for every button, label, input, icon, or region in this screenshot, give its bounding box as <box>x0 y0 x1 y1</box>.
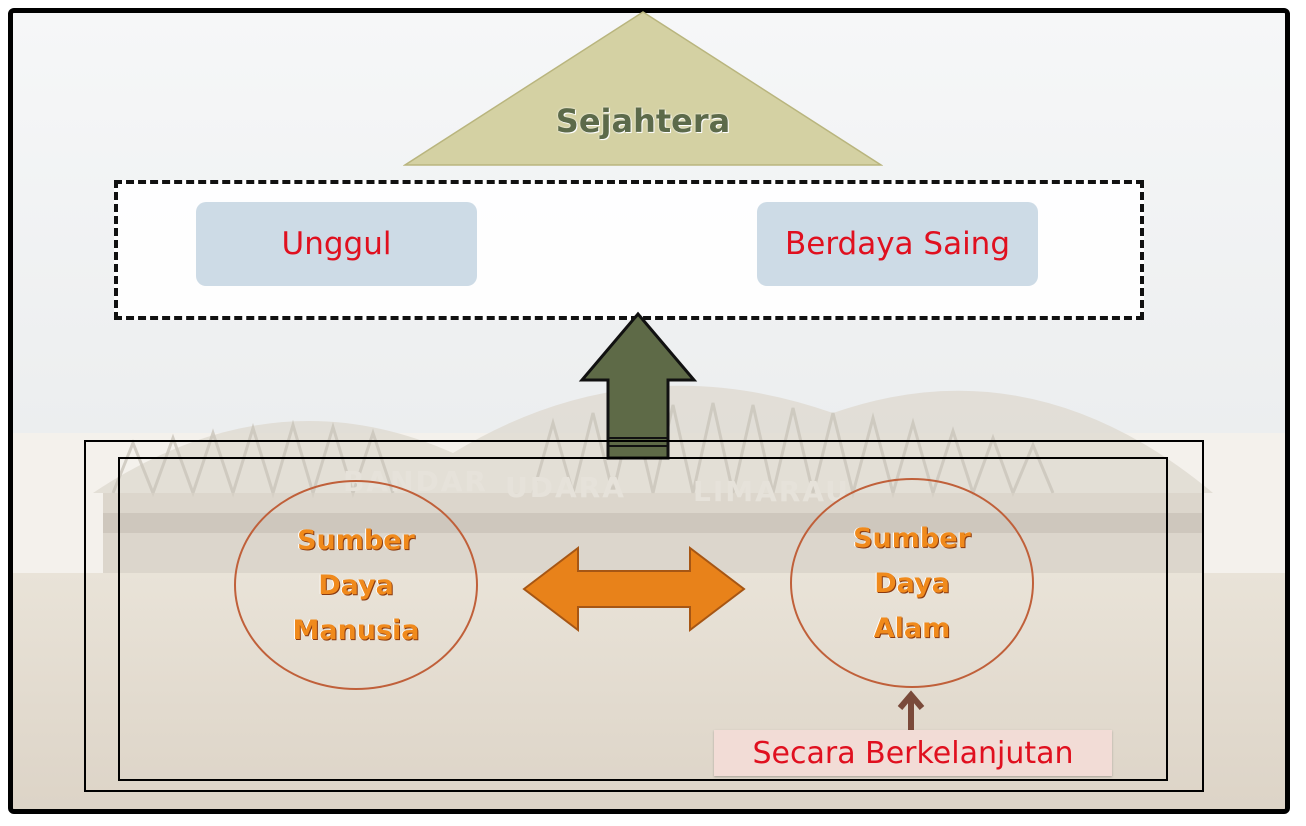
sejahtera-label: Sejahtera <box>555 102 731 140</box>
up-arrow <box>578 311 698 460</box>
human-resources-line-3: Manusia <box>292 614 420 646</box>
terminal-sign-right: LIMARAU <box>693 475 850 508</box>
natural-resources-circle: Sumber Daya Alam <box>790 478 1034 688</box>
resources-outer-box <box>84 440 1204 792</box>
berdaya-saing-box: Berdaya Saing <box>757 202 1038 286</box>
human-resources-circle: Sumber Daya Manusia <box>234 480 478 690</box>
natural-resources-line-3: Alam <box>873 612 951 644</box>
human-resources-line-2: Daya <box>318 569 394 601</box>
unggul-box: Unggul <box>196 202 477 286</box>
natural-resources-line-2: Daya <box>874 567 950 599</box>
small-up-arrow <box>897 690 925 730</box>
human-resources-line-1: Sumber <box>297 524 415 556</box>
double-headed-arrow <box>522 545 746 633</box>
terminal-sign-mid: UDARA <box>505 471 626 504</box>
sejahtera-triangle <box>403 11 883 166</box>
resources-inner-box <box>118 457 1168 781</box>
sustainably-caption: Secara Berkelanjutan <box>714 730 1112 776</box>
natural-resources-line-1: Sumber <box>853 522 971 554</box>
